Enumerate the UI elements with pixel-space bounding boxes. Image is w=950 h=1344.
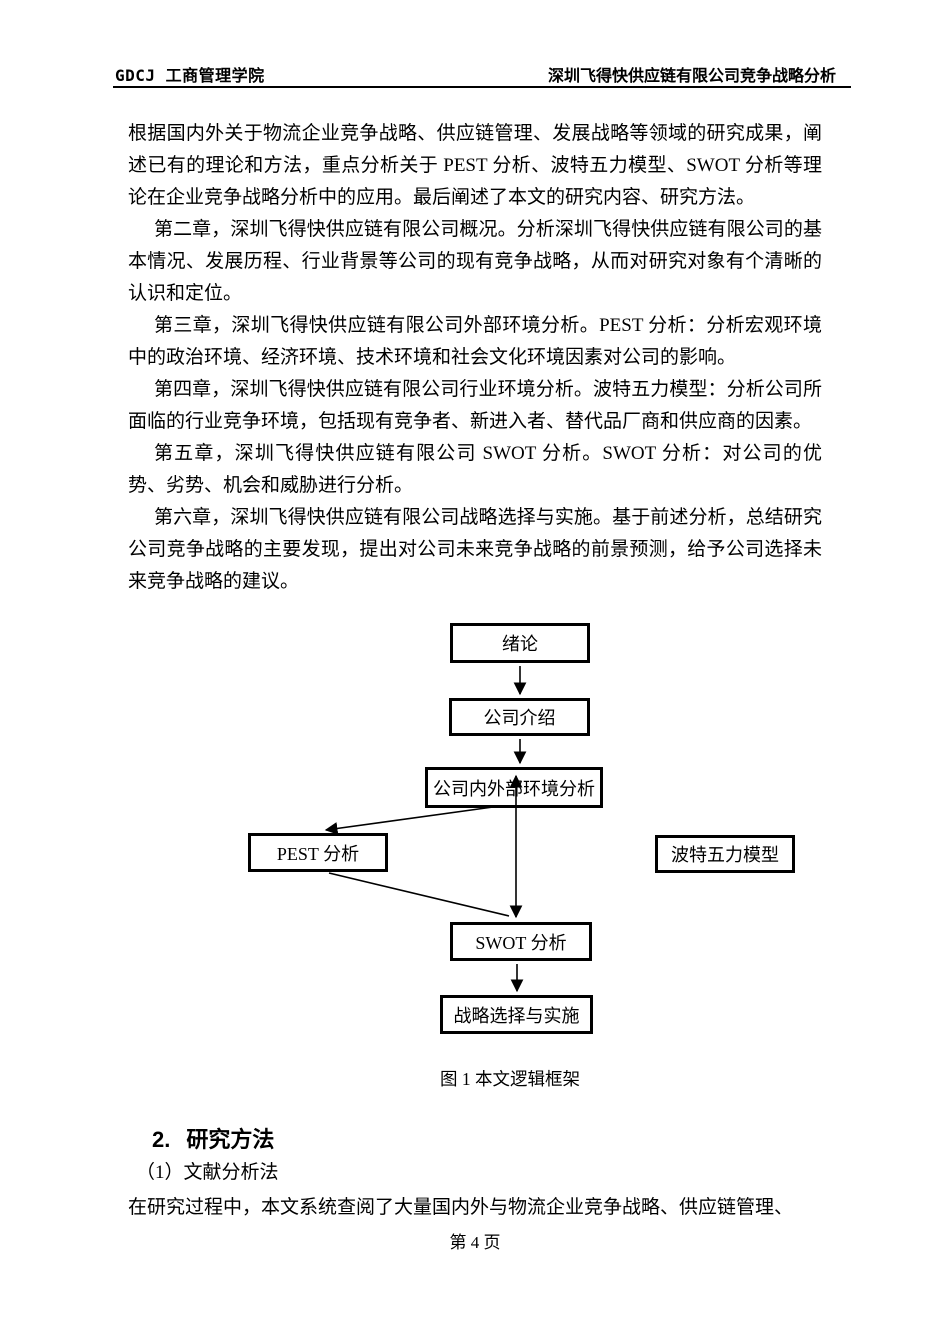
section-title: 研究方法 (186, 1127, 275, 1152)
arrow-env-analysis-to-pest (324, 806, 494, 835)
page-number: 第 4 页 (449, 1233, 501, 1252)
figure-caption: 图 1 本文逻辑框架 (440, 1069, 580, 1089)
section-paragraph: 在研究过程中，本文系统查阅了大量国内外与物流企业竞争战略、供应链管理、 (128, 1197, 794, 1218)
section-list-item: （1）文献分析法 (136, 1162, 279, 1183)
flow-node-introduction: 绪论 (450, 623, 590, 663)
header-thesis-title: 深圳飞得快供应链有限公司竞争战略分析 (547, 68, 836, 85)
body-paragraph: 第二章，深圳飞得快供应链有限公司概况。分析深圳飞得快供应链有限公司的基本情况、发… (128, 219, 822, 304)
section-heading: 2. 研究方法 (152, 1122, 274, 1154)
body-text-block: 根据国内外关于物流企业竞争战略、供应链管理、发展战略等领域的研究成果，阐述已有的… (128, 118, 822, 598)
body-paragraph: 第三章，深圳飞得快供应链有限公司外部环境分析。PEST 分析：分析宏观环境中的政… (128, 315, 822, 368)
flow-node-strategy-selection: 战略选择与实施 (440, 995, 593, 1034)
line-pest-to-swot (328, 872, 510, 917)
body-paragraph: 第六章，深圳飞得快供应链有限公司战略选择与实施。基于前述分析，总结研究公司竞争战… (128, 507, 822, 592)
flow-node-internal-external-env-analysis: 公司内外部环境分析 (425, 767, 603, 808)
section-number: 2. (152, 1127, 171, 1152)
header-rule (113, 86, 851, 88)
body-paragraph: 第四章，深圳飞得快供应链有限公司行业环境分析。波特五力模型：分析公司所面临的行业… (128, 379, 822, 432)
body-paragraph: 第五章，深圳飞得快供应链有限公司 SWOT 分析。SWOT 分析：对公司的优势、… (128, 443, 822, 496)
header-school-name: GDCJ 工商管理学院 (115, 66, 265, 85)
flow-node-porter-five-forces: 波特五力模型 (655, 835, 795, 873)
flow-node-company-intro: 公司介绍 (449, 698, 590, 736)
flow-node-swot-analysis: SWOT 分析 (450, 922, 592, 961)
body-paragraph: 根据国内外关于物流企业竞争战略、供应链管理、发展战略等领域的研究成果，阐述已有的… (128, 123, 822, 208)
flow-node-pest-analysis: PEST 分析 (248, 833, 388, 872)
